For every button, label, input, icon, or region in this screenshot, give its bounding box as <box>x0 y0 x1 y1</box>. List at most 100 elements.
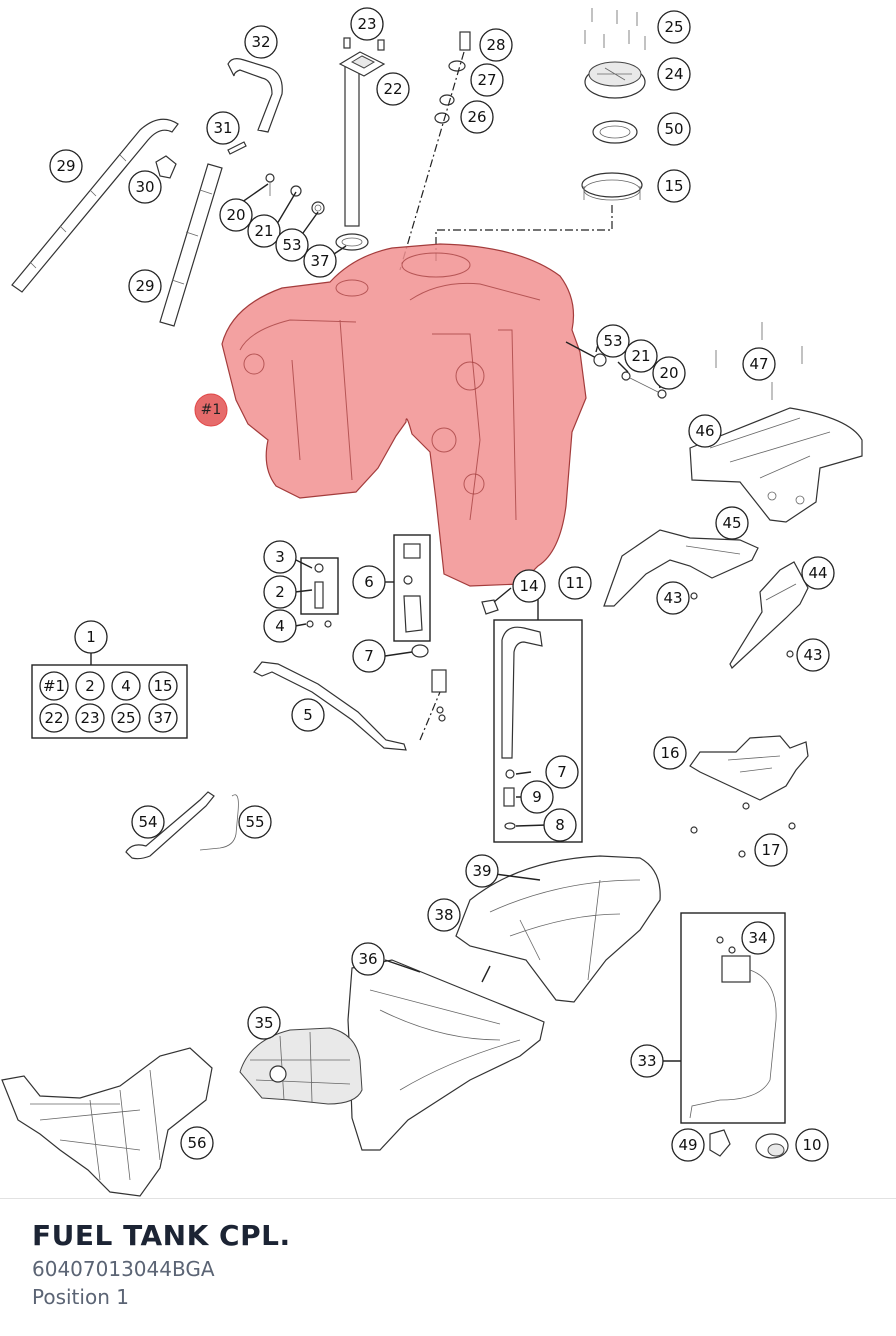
clip-14[interactable] <box>481 599 499 615</box>
callout-14[interactable]: 14 <box>512 569 546 603</box>
bracket-46[interactable] <box>689 407 863 523</box>
callout-56[interactable]: 56 <box>180 1126 214 1160</box>
callout-44[interactable]: 44 <box>801 556 835 590</box>
clip-30[interactable] <box>155 155 177 179</box>
callout-3[interactable]: 3 <box>263 540 297 574</box>
callout-6[interactable]: 6 <box>352 565 386 599</box>
gasket-50[interactable] <box>592 120 638 144</box>
bracket-16[interactable] <box>689 735 809 801</box>
valve-9[interactable] <box>503 787 515 807</box>
pin-31[interactable] <box>227 141 247 155</box>
callout-47[interactable]: 47 <box>742 347 776 381</box>
callout-11[interactable]: 11 <box>558 566 592 600</box>
screws-47[interactable] <box>715 322 803 400</box>
callout-22[interactable]: 22 <box>376 72 410 106</box>
hose-54[interactable] <box>125 791 215 860</box>
callout-7-lower[interactable]: 7 <box>545 755 579 789</box>
callout-4[interactable]: 4 <box>263 609 297 643</box>
callout-17[interactable]: 17 <box>754 833 788 867</box>
fuel-tank-main[interactable] <box>221 243 587 587</box>
callout-10[interactable]: 10 <box>795 1128 829 1162</box>
clip-7-upper[interactable] <box>411 644 429 658</box>
kit-table-cell-1[interactable]: #1 <box>39 671 69 701</box>
callout-1[interactable]: 1 <box>74 620 108 654</box>
callout-25[interactable]: 25 <box>657 10 691 44</box>
callout-32[interactable]: 32 <box>244 25 278 59</box>
fuel-line-5[interactable] <box>253 661 447 751</box>
kit-table-cell-4[interactable]: 15 <box>148 671 178 701</box>
flange-ring-15[interactable] <box>581 172 643 201</box>
callout-20-left[interactable]: 20 <box>219 198 253 232</box>
kit-table-cell-3[interactable]: 4 <box>111 671 141 701</box>
callout-28[interactable]: 28 <box>479 28 513 62</box>
callout-8[interactable]: 8 <box>543 808 577 842</box>
callout-29-upper[interactable]: 29 <box>49 149 83 183</box>
sensor-2[interactable] <box>314 563 324 609</box>
callout-33[interactable]: 33 <box>630 1044 664 1078</box>
connector-10[interactable] <box>755 1133 789 1159</box>
hose-29-left[interactable] <box>11 118 179 293</box>
hose-11[interactable] <box>501 626 543 759</box>
callout-43-left[interactable]: 43 <box>656 581 690 615</box>
callout-50[interactable]: 50 <box>657 112 691 146</box>
ring-37[interactable] <box>335 233 369 251</box>
filler-tube-22[interactable] <box>338 37 386 227</box>
callout-23[interactable]: 23 <box>350 7 384 41</box>
callout-37[interactable]: 37 <box>303 244 337 278</box>
hose-32[interactable] <box>227 58 283 133</box>
cover-45[interactable] <box>603 529 759 607</box>
kit-table-cell-2[interactable]: 2 <box>75 671 105 701</box>
connector-6[interactable] <box>403 543 423 633</box>
callout-7-upper[interactable]: 7 <box>352 639 386 673</box>
callout-54[interactable]: 54 <box>131 805 165 839</box>
bracket-44[interactable] <box>729 561 809 669</box>
callout-5[interactable]: 5 <box>291 698 325 732</box>
callout-27[interactable]: 27 <box>470 63 504 97</box>
kit-table-cell-8[interactable]: 37 <box>148 703 178 733</box>
callout-21-right[interactable]: 21 <box>624 339 658 373</box>
wire-55[interactable] <box>199 794 239 851</box>
callout-36[interactable]: 36 <box>351 942 385 976</box>
callout-34[interactable]: 34 <box>741 921 775 955</box>
callout-53-right[interactable]: 53 <box>596 324 630 358</box>
kit-table-cell-7[interactable]: 25 <box>111 703 141 733</box>
callout-31[interactable]: 31 <box>206 111 240 145</box>
kit-table-cell-5[interactable]: 22 <box>39 703 69 733</box>
callout-30[interactable]: 30 <box>128 170 162 204</box>
fasteners-right-20-21-53[interactable] <box>565 341 667 399</box>
callout-43-right[interactable]: 43 <box>796 638 830 672</box>
screws-43[interactable] <box>690 592 794 658</box>
callout-55[interactable]: 55 <box>238 805 272 839</box>
callout-45[interactable]: 45 <box>715 506 749 540</box>
callout-49[interactable]: 49 <box>671 1128 705 1162</box>
callout-26[interactable]: 26 <box>460 100 494 134</box>
switch-wiring-34[interactable] <box>689 936 777 1119</box>
screws-25[interactable] <box>584 8 646 50</box>
grommet-49[interactable] <box>709 1129 731 1157</box>
callout-39[interactable]: 39 <box>465 854 499 888</box>
front-seat-36[interactable] <box>347 959 545 1151</box>
callout-38[interactable]: 38 <box>427 898 461 932</box>
filler-cap-24[interactable] <box>584 61 646 99</box>
callout-24[interactable]: 24 <box>657 57 691 91</box>
callout-53-left[interactable]: 53 <box>275 228 309 262</box>
kit-table-cell-6[interactable]: 23 <box>75 703 105 733</box>
ring-8[interactable] <box>504 822 516 830</box>
callout-9[interactable]: 9 <box>520 780 554 814</box>
cover-56[interactable] <box>1 1047 213 1197</box>
callout-2[interactable]: 2 <box>263 575 297 609</box>
screws-17[interactable] <box>690 802 796 858</box>
screws-4[interactable] <box>306 620 332 628</box>
callout-20-right[interactable]: 20 <box>652 356 686 390</box>
vent-parts-26-28[interactable] <box>399 31 471 271</box>
callout-46[interactable]: 46 <box>688 414 722 448</box>
callout-highlight-1[interactable]: #1 <box>194 393 228 427</box>
seat-base-35[interactable] <box>239 1027 363 1105</box>
callout-15[interactable]: 15 <box>657 169 691 203</box>
fasteners-left-20-21-53[interactable] <box>265 173 325 215</box>
callout-29-lower[interactable]: 29 <box>128 269 162 303</box>
callout-35[interactable]: 35 <box>247 1006 281 1040</box>
callout-16[interactable]: 16 <box>653 736 687 770</box>
rear-seat-38[interactable] <box>455 855 661 1003</box>
clip-7-lower[interactable] <box>505 769 515 779</box>
